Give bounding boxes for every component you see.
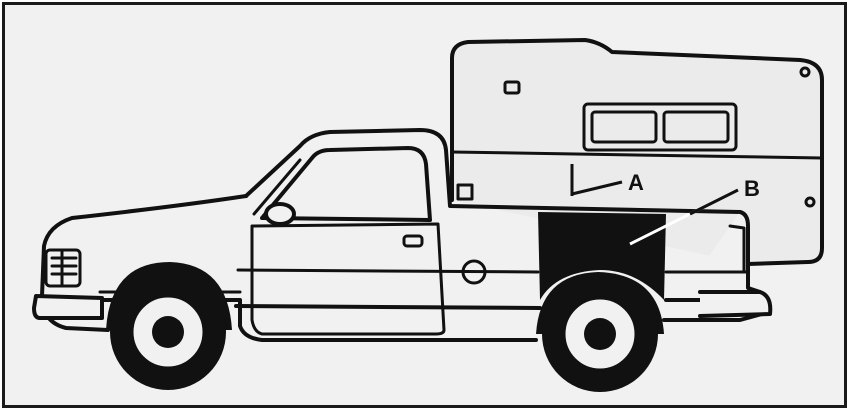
side-mirror [266,204,294,224]
callout-a-label: A [628,170,644,195]
rear-bumper [700,292,770,316]
door-handle [404,236,422,246]
rear-wheel [542,276,658,392]
front-bumper [34,296,102,318]
cab-door [252,224,444,334]
callout-b-label: B [744,176,760,201]
front-wheel [110,274,226,390]
